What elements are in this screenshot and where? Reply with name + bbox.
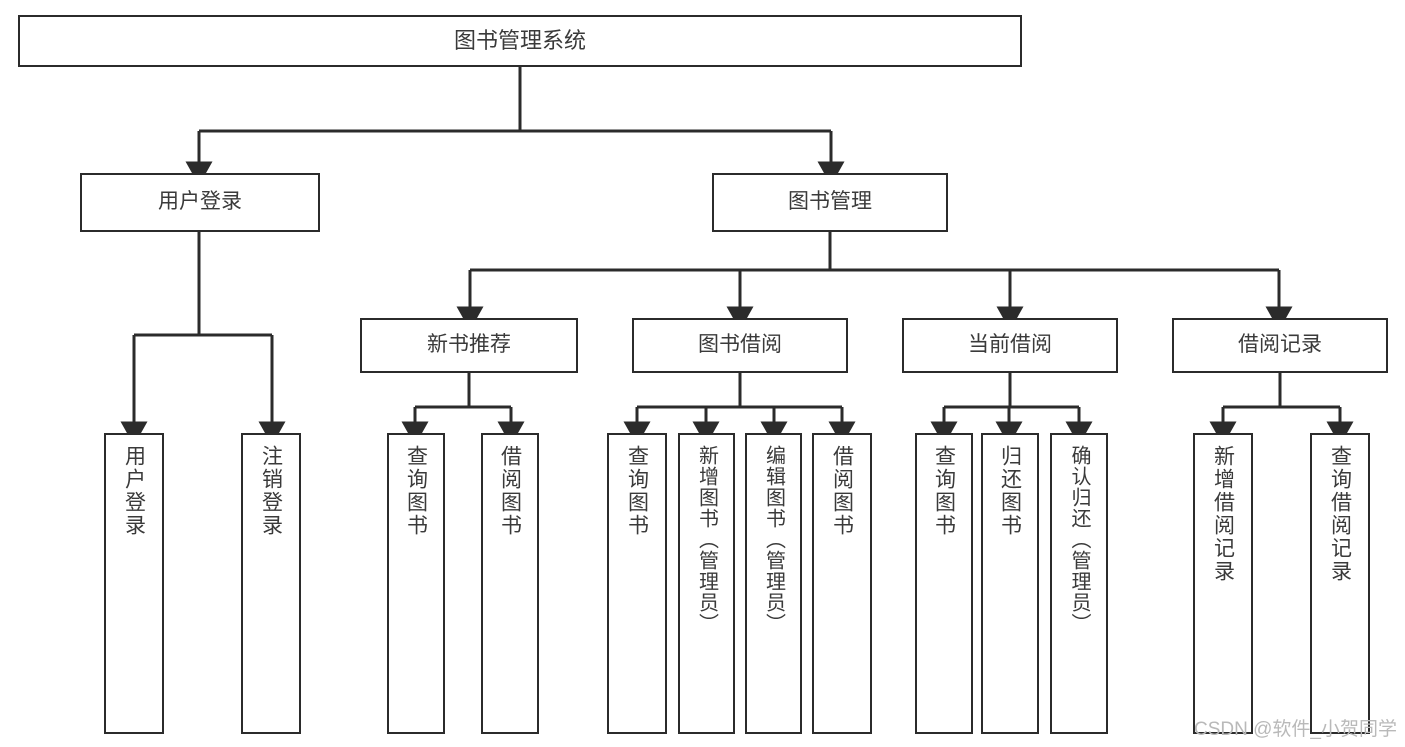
leaf-query-book-recommend-label: 查询图书 <box>404 445 428 537</box>
node-borrow-records-label: 借阅记录 <box>1238 333 1322 357</box>
leaf-add-borrow-record[interactable]: 新增借阅记录 <box>1193 433 1253 734</box>
node-current-borrow-label: 当前借阅 <box>968 333 1052 357</box>
node-book-management-label: 图书管理 <box>788 190 872 214</box>
leaf-return-book-label: 归还图书 <box>998 445 1022 537</box>
leaf-add-book-admin-label: 新增图书（管理员） <box>695 445 718 634</box>
node-new-book-recommend[interactable]: 新书推荐 <box>360 318 578 373</box>
leaf-query-book-recommend[interactable]: 查询图书 <box>387 433 445 734</box>
node-current-borrow[interactable]: 当前借阅 <box>902 318 1118 373</box>
leaf-user-logout-label: 注销登录 <box>259 445 283 537</box>
leaf-confirm-return-admin-label: 确认归还（管理员） <box>1068 445 1090 634</box>
node-new-book-recommend-label: 新书推荐 <box>427 333 511 357</box>
leaf-add-borrow-record-label: 新增借阅记录 <box>1211 445 1235 583</box>
node-book-management[interactable]: 图书管理 <box>712 173 948 232</box>
leaf-add-book-admin[interactable]: 新增图书（管理员） <box>678 433 735 734</box>
leaf-user-login[interactable]: 用户登录 <box>104 433 164 734</box>
leaf-query-borrow-record-label: 查询借阅记录 <box>1328 445 1352 583</box>
node-root[interactable]: 图书管理系统 <box>18 15 1022 67</box>
watermark: CSDN @软件_小贺同学 <box>1194 719 1397 740</box>
leaf-query-borrow-record[interactable]: 查询借阅记录 <box>1310 433 1370 734</box>
node-user-login[interactable]: 用户登录 <box>80 173 320 232</box>
leaf-edit-book-admin[interactable]: 编辑图书（管理员） <box>745 433 802 734</box>
leaf-query-book-borrow[interactable]: 查询图书 <box>607 433 667 734</box>
node-root-label: 图书管理系统 <box>453 28 586 54</box>
leaf-confirm-return-admin[interactable]: 确认归还（管理员） <box>1050 433 1108 734</box>
leaf-query-book-current-label: 查询图书 <box>932 445 956 537</box>
node-borrow-records[interactable]: 借阅记录 <box>1172 318 1388 373</box>
leaf-borrow-book[interactable]: 借阅图书 <box>812 433 872 734</box>
leaf-query-book-current[interactable]: 查询图书 <box>915 433 973 734</box>
leaf-edit-book-admin-label: 编辑图书（管理员） <box>762 445 785 634</box>
node-user-login-label: 用户登录 <box>158 190 242 214</box>
node-book-borrow-label: 图书借阅 <box>698 333 782 357</box>
leaf-return-book[interactable]: 归还图书 <box>981 433 1039 734</box>
leaf-borrow-book-recommend-label: 借阅图书 <box>498 445 522 537</box>
leaf-borrow-book-label: 借阅图书 <box>830 445 854 537</box>
leaf-user-logout[interactable]: 注销登录 <box>241 433 301 734</box>
leaf-user-login-label: 用户登录 <box>122 445 146 537</box>
leaf-query-book-borrow-label: 查询图书 <box>625 445 649 537</box>
node-book-borrow[interactable]: 图书借阅 <box>632 318 848 373</box>
leaf-borrow-book-recommend[interactable]: 借阅图书 <box>481 433 539 734</box>
